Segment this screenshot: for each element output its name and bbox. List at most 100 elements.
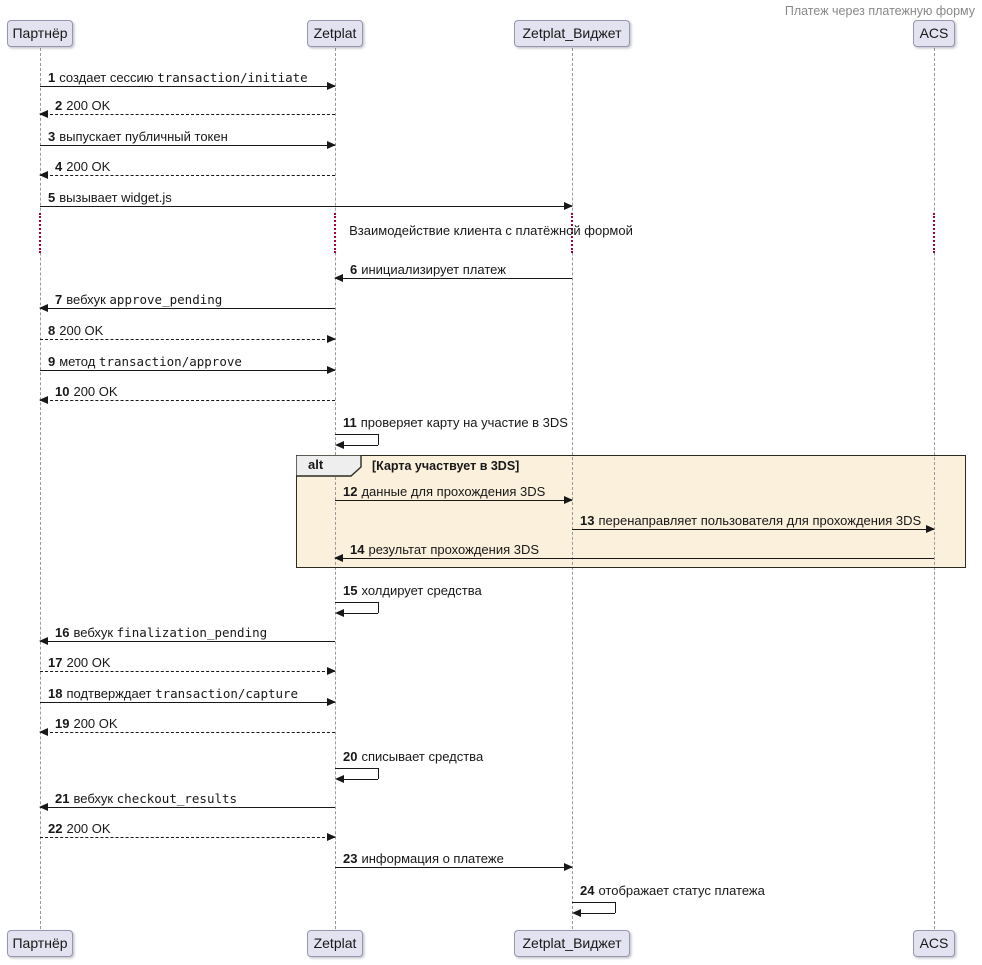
arrowhead-left-icon [572, 908, 581, 917]
self-arrow [335, 434, 378, 435]
arrowhead-left-icon [39, 637, 48, 645]
participant-zetplat-bottom: Zetplat [307, 930, 363, 957]
delay-dotted-line [933, 213, 935, 253]
message-arrow [40, 141, 336, 149]
self-arrow [335, 602, 378, 603]
message-arrow [39, 396, 335, 404]
arrowhead-right-icon [327, 833, 336, 841]
delay-band [0, 213, 982, 253]
arrowhead-left-icon [334, 554, 343, 562]
message-arrow [335, 863, 573, 871]
self-arrow [378, 602, 379, 613]
self-arrow [344, 779, 378, 780]
self-arrow [572, 902, 615, 903]
self-arrow [344, 613, 378, 614]
arrowhead-left-icon [39, 304, 48, 312]
arrowhead-right-icon [327, 335, 336, 343]
message-arrow [39, 110, 335, 118]
alt-fragment-header: alt [295, 454, 362, 477]
participant-partner-top: Партнёр [7, 20, 73, 47]
participant-zetplat-widget-top: Zetplat_Виджет [514, 20, 630, 47]
message-arrow [40, 202, 573, 210]
message-arrow [40, 667, 336, 675]
alt-operator-label: alt [308, 457, 324, 472]
arrowhead-right-icon [564, 863, 573, 871]
arrowhead-left-icon [335, 440, 344, 449]
message-arrow [39, 728, 335, 736]
arrowhead-left-icon [39, 171, 48, 179]
message-arrow [39, 803, 335, 811]
arrowhead-right-icon [564, 202, 573, 210]
arrowhead-right-icon [926, 525, 935, 533]
arrowhead-right-icon [564, 496, 573, 504]
participant-partner-bottom: Партнёр [7, 930, 73, 957]
message-arrow [40, 335, 336, 343]
delay-note: Взаимодействие клиента с платёжной формо… [349, 223, 633, 238]
message-arrow [572, 525, 935, 533]
arrowhead-left-icon [39, 396, 48, 404]
arrowhead-left-icon [335, 608, 344, 617]
delay-dotted-line [39, 213, 41, 253]
lifeline-zetplat-widget [572, 48, 573, 929]
message-arrow [40, 698, 336, 706]
message-arrow [40, 833, 336, 841]
delay-dotted-line [334, 213, 336, 253]
self-arrow [335, 768, 378, 769]
message-arrow [334, 274, 572, 282]
delay-dotted-line [571, 213, 573, 253]
alt-pentagon-icon [295, 454, 362, 477]
arrowhead-right-icon [327, 82, 336, 90]
participant-zetplat-top: Zetplat [307, 20, 363, 47]
arrowhead-left-icon [334, 274, 343, 282]
arrowhead-left-icon [39, 728, 48, 736]
self-arrow [581, 913, 615, 914]
self-arrow [344, 445, 378, 446]
diagram-title: Платеж через платежную форму [784, 4, 975, 18]
arrowhead-left-icon [39, 110, 48, 118]
arrowhead-right-icon [327, 667, 336, 675]
participant-acs-top: ACS [913, 20, 955, 47]
message-arrow [39, 304, 335, 312]
alt-fragment-frame [296, 455, 966, 568]
self-arrow [615, 902, 616, 913]
self-arrow [378, 768, 379, 779]
participant-acs-bottom: ACS [913, 930, 955, 957]
lifeline-zetplat [335, 48, 336, 929]
self-arrow [378, 434, 379, 445]
message-arrow [39, 637, 335, 645]
alt-fragment-background [296, 455, 966, 568]
message-arrow [334, 554, 934, 562]
message-arrow [335, 496, 573, 504]
arrowhead-right-icon [327, 698, 336, 706]
participant-zetplat-widget-bottom: Zetplat_Виджет [514, 930, 630, 957]
arrowhead-right-icon [327, 141, 336, 149]
message-arrow [40, 82, 336, 90]
arrowhead-right-icon [327, 366, 336, 374]
alt-condition-label: [Карта участвует в 3DS] [372, 459, 520, 473]
lifeline-acs [934, 48, 935, 929]
message-arrow [40, 366, 336, 374]
lifeline-partner [40, 48, 41, 929]
